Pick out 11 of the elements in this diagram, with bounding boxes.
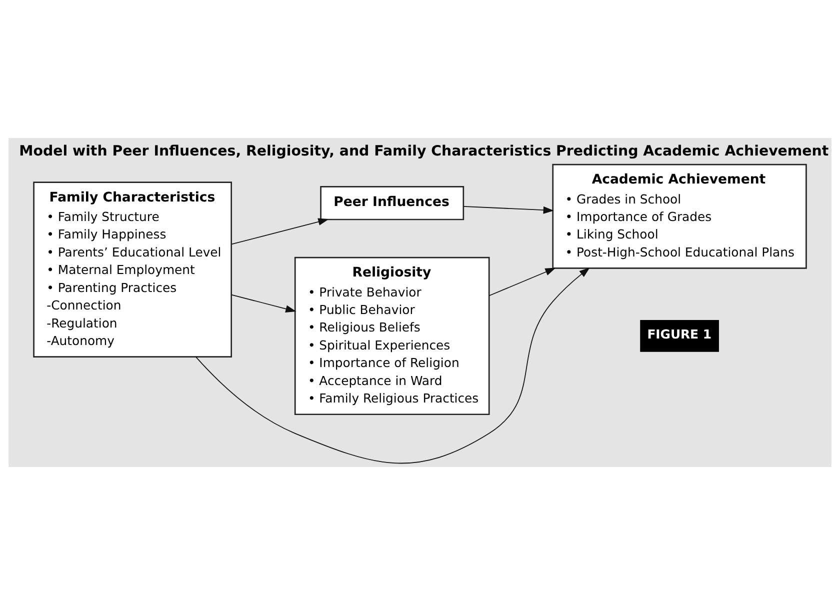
node-box: Family Characteristics • Family Structure • Family Happiness • Parents’ Educational Level • Maternal Employment • Parenting Practices -Connection -Regulation -Autonomy (33, 182, 232, 358)
node-box: Academic Achievement • Grades in School • Importance of Grades • Liking School • Post-High-School Educational Plans (552, 164, 807, 269)
diagram-title: Model with Peer Influences, Religiosity, and Family Characteristics Predicting Academic Achievement (19, 144, 829, 160)
arrow (195, 267, 590, 464)
arrow (231, 294, 296, 312)
node-box: Religiosity • Private Behavior • Public Behavior • Religious Beliefs • Spiritual Experiences • Importance of Religion • Acceptance in Ward • Family Religious Practices (294, 256, 490, 416)
caption: FIGURE 1 (647, 326, 712, 342)
node-box: Peer Influences (320, 186, 464, 220)
arrow (463, 206, 554, 214)
arrow (231, 218, 329, 245)
arrow (488, 268, 556, 296)
